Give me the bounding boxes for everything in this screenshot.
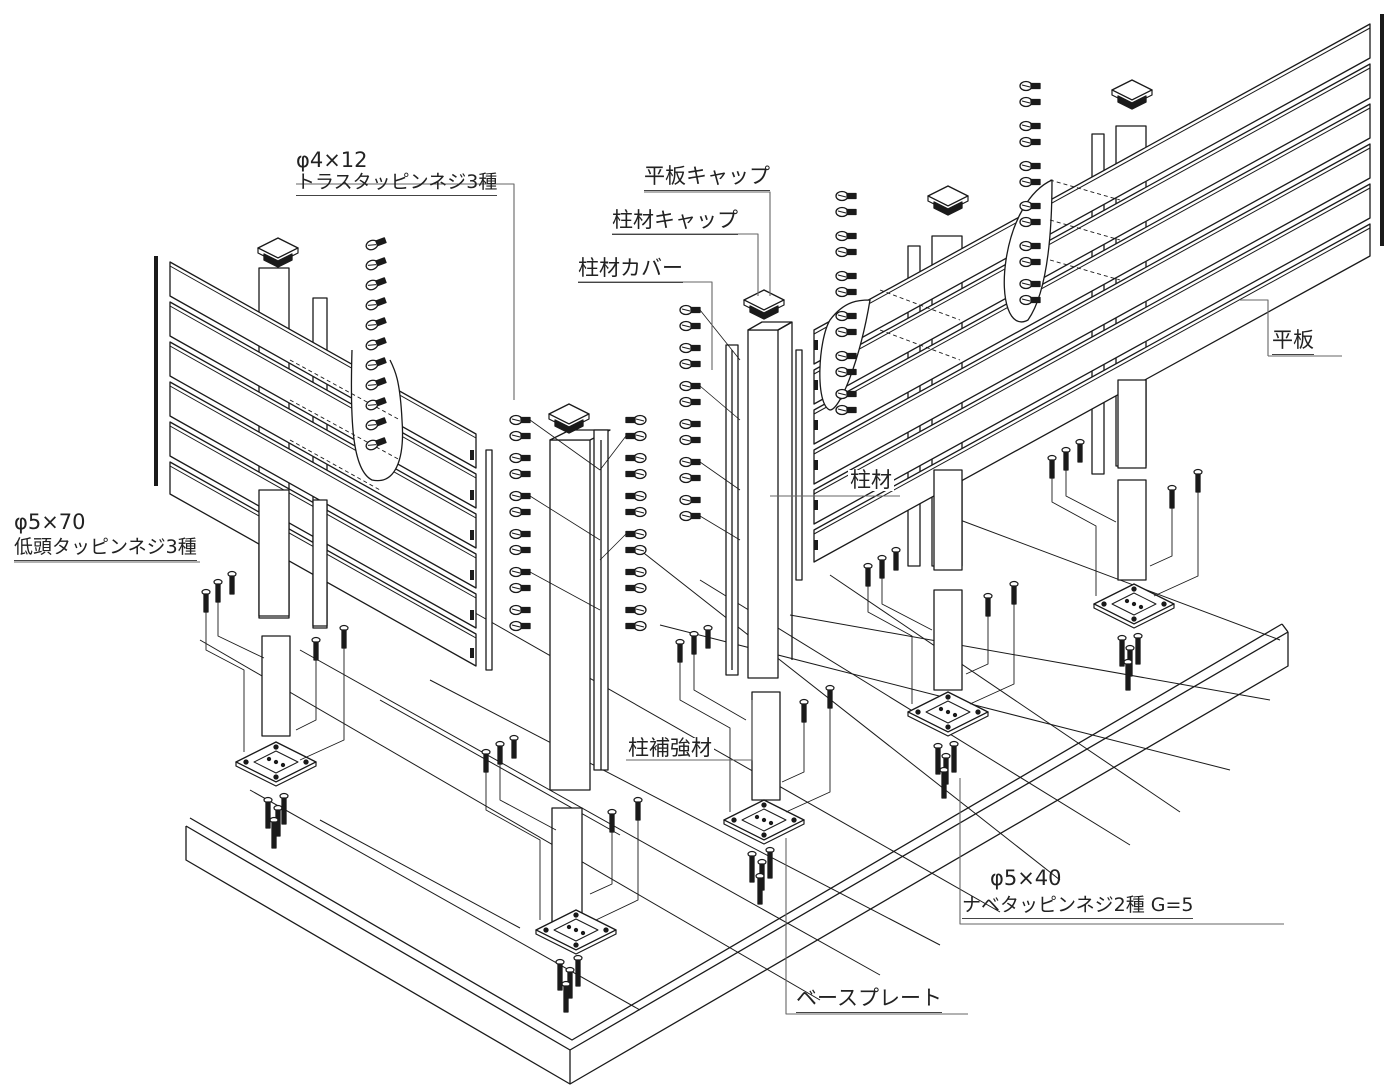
deck-frame <box>185 623 1289 1085</box>
right-panel <box>813 14 1384 571</box>
center-left-screws-right <box>625 414 647 632</box>
center-post <box>679 289 803 679</box>
center-post-screws <box>679 304 701 522</box>
base-plate-label: ベースプレート <box>796 988 942 1013</box>
screw-4x12-size-label: φ4×12 <box>296 148 368 172</box>
center-left-post <box>509 403 647 791</box>
post-label: 柱材 <box>848 468 894 492</box>
right-base-b <box>1047 438 1203 691</box>
center-base <box>675 624 835 905</box>
left-post-assembly <box>201 570 349 849</box>
post-cover-label: 柱材カバー <box>578 258 683 283</box>
center-left-screws-left <box>509 414 531 632</box>
screw-5x40-name-label: ナベタッピンネジ2種 G=5 <box>962 896 1194 919</box>
screw-5x40-size-label: φ5×40 <box>990 866 1062 890</box>
post-reinforcement-label: 柱補強材 <box>626 736 714 760</box>
screw-5x70-name-label: 低頭タッピンネジ3種 <box>14 538 197 561</box>
post-cap-label: 柱材キャップ <box>612 210 738 235</box>
left-panel <box>154 256 493 671</box>
flat-cap-label: 平板キャップ <box>644 166 770 191</box>
leader-lines <box>14 183 1342 1015</box>
screw-5x70-size-label: φ5×70 <box>14 510 86 534</box>
flat-board-label: 平板 <box>1272 330 1314 355</box>
right-base-a <box>863 546 1019 799</box>
screw-4x12-name-label: トラスタッピンネジ3種 <box>296 173 498 196</box>
center-left-base <box>481 734 643 1013</box>
